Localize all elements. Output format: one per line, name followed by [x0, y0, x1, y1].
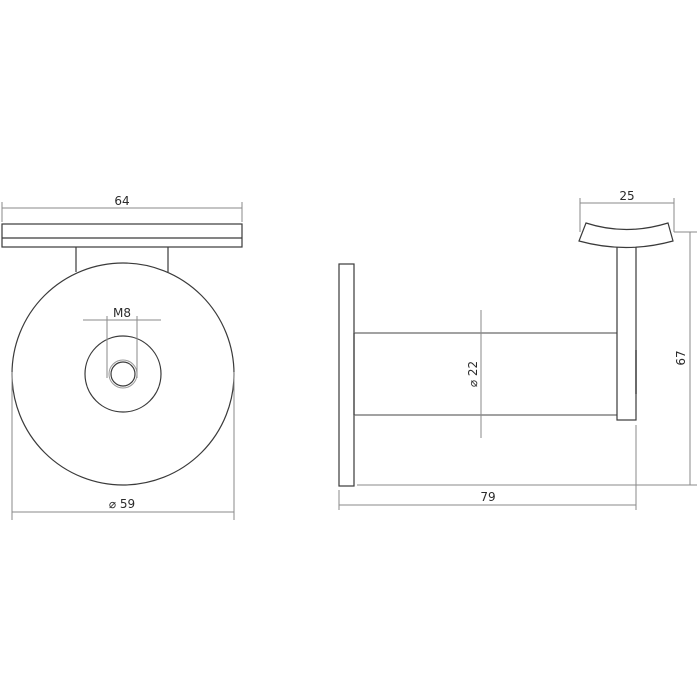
dim-thread: M8 — [113, 306, 131, 320]
front-dimensions — [1, 202, 243, 520]
wall-plate — [338, 263, 355, 487]
side-dimensions — [338, 198, 697, 510]
dim-top-width: 64 — [114, 194, 129, 208]
front-view — [1, 223, 243, 486]
threaded-hole — [110, 361, 136, 387]
dim-diameter: ⌀ 59 — [109, 497, 135, 511]
dim-height: 67 — [674, 350, 688, 365]
rail-saddle — [578, 222, 674, 249]
base-disc — [11, 262, 235, 486]
side-view — [338, 222, 674, 487]
inner-boss — [84, 335, 162, 413]
vertical-post — [616, 246, 637, 421]
dim-saddle-width: 25 — [619, 189, 634, 203]
mounting-plate — [1, 223, 243, 248]
dim-depth: 79 — [480, 490, 495, 504]
dim-tube-diameter: ⌀ 22 — [466, 361, 480, 387]
